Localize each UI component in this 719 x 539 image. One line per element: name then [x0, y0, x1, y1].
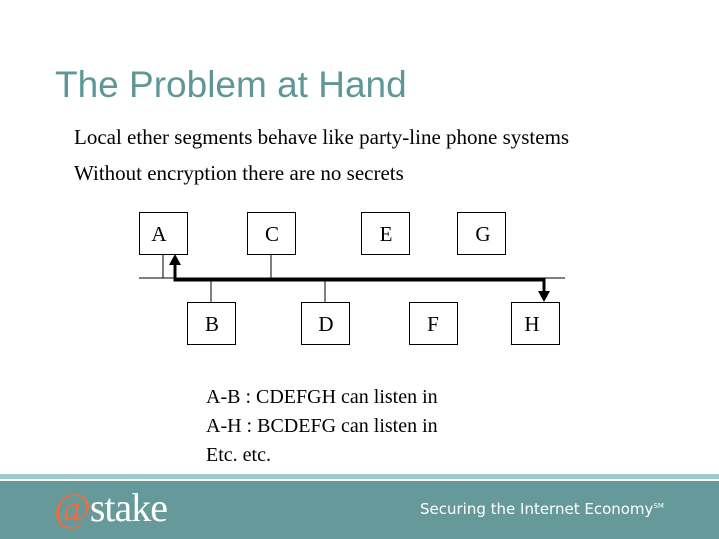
node-a-label: A — [151, 222, 167, 246]
node-c-label: C — [265, 222, 279, 246]
node-f — [409, 302, 458, 345]
node-b-label: B — [205, 312, 219, 336]
node-c — [247, 212, 296, 255]
atstake-logo: @stake — [54, 485, 168, 530]
bullet-1: Local ether segments behave like party-l… — [74, 125, 570, 149]
note-3: Etc. etc. — [206, 444, 271, 466]
slide-title: The Problem at Hand — [55, 64, 407, 105]
bullet-2: Without encryption there are no secrets — [74, 161, 404, 185]
note-1: A-B : CDEFGH can listen in — [206, 386, 438, 408]
node-h — [511, 302, 560, 345]
node-g-label: G — [475, 222, 490, 246]
node-d-label: D — [318, 312, 333, 336]
node-d — [301, 302, 350, 345]
node-e — [361, 212, 410, 255]
footer-band — [0, 474, 719, 479]
arrow-down-icon — [538, 291, 550, 302]
arrow-up-icon — [169, 254, 181, 265]
node-a — [139, 212, 188, 255]
tagline: Securing the Internet EconomySM — [420, 500, 664, 518]
node-e-label: E — [380, 222, 393, 246]
note-2: A-H : BCDEFG can listen in — [206, 415, 438, 437]
path-a-to-h — [173, 264, 546, 292]
node-b — [187, 302, 236, 345]
node-h-label: H — [524, 312, 539, 336]
node-f-label: F — [427, 312, 439, 336]
footer — [0, 481, 719, 539]
node-g — [457, 212, 506, 255]
